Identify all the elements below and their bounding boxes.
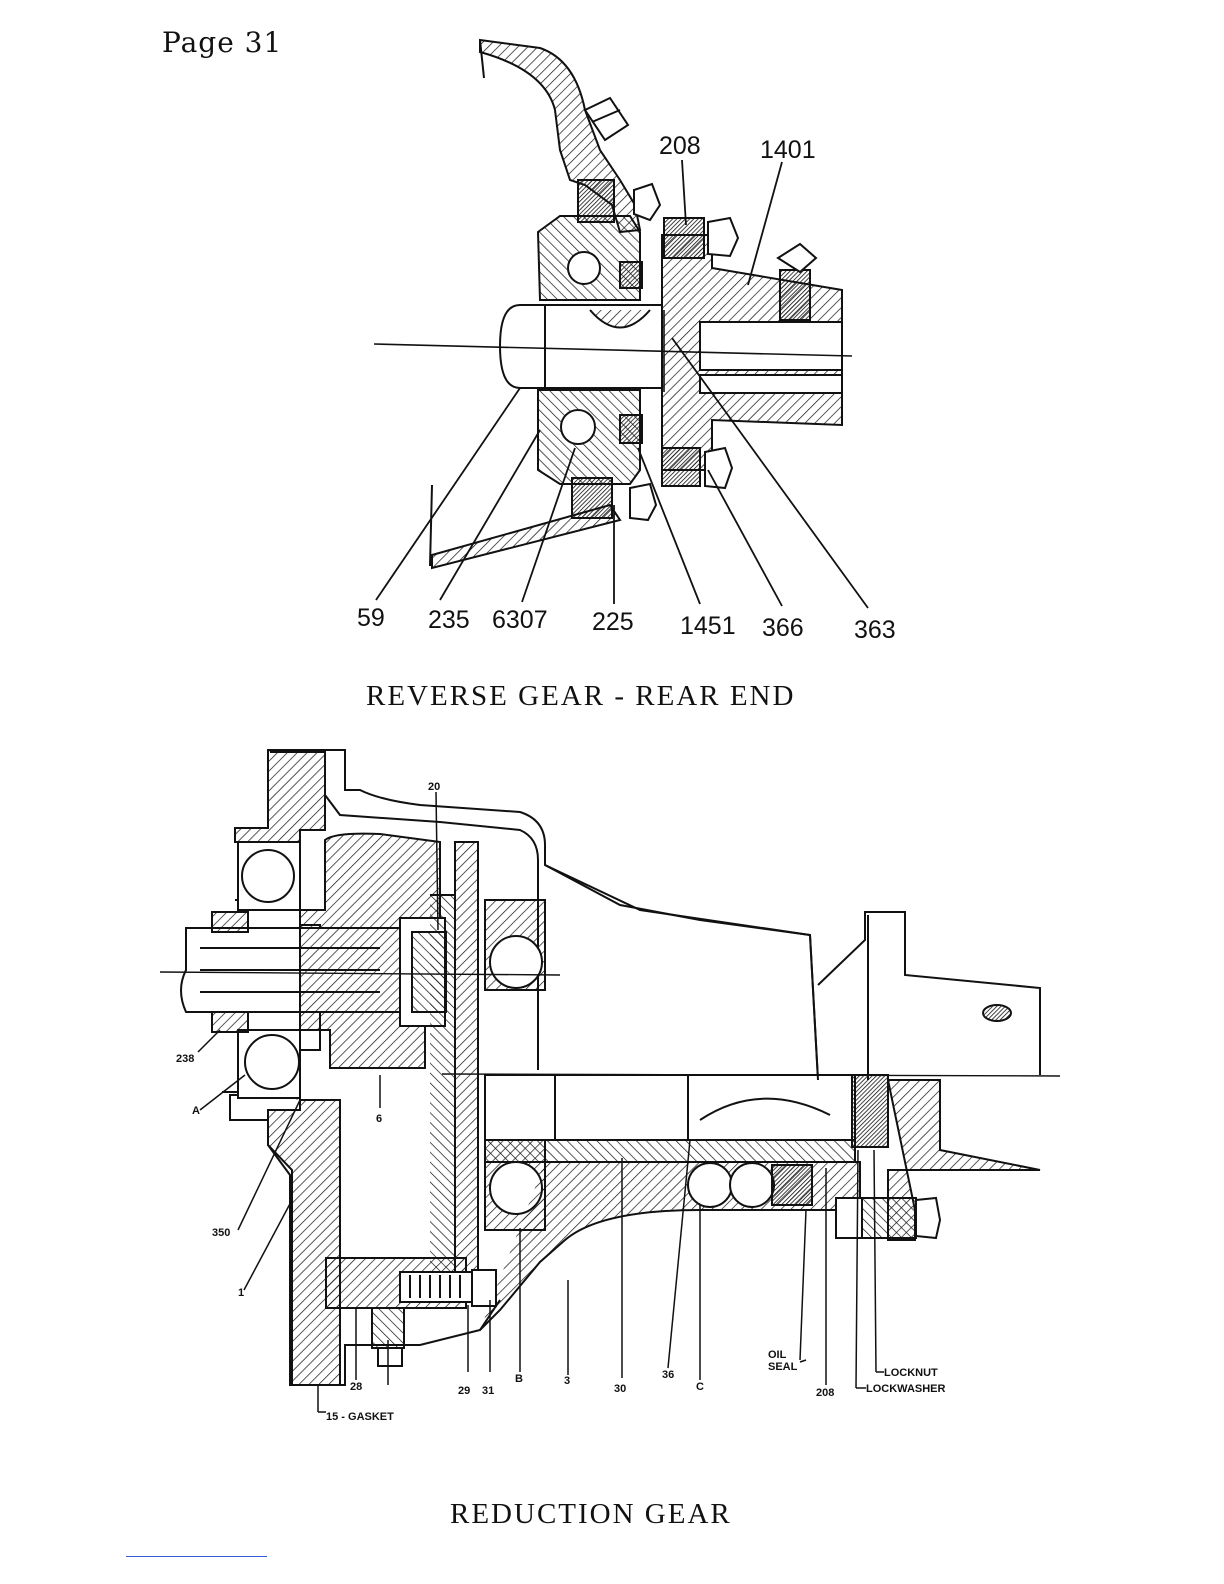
callout-208: 208 bbox=[659, 132, 701, 160]
callout-235: 235 bbox=[428, 606, 470, 634]
callout-363: 363 bbox=[854, 616, 896, 644]
callout-1451: 1451 bbox=[680, 612, 736, 640]
callout-20: 20 bbox=[428, 781, 440, 793]
callout-seal-label: SEAL bbox=[768, 1361, 798, 1373]
callout-366: 366 bbox=[762, 614, 804, 642]
callout-lockwasher: LOCKWASHER bbox=[866, 1383, 946, 1395]
callout-30: 30 bbox=[614, 1383, 626, 1395]
callout-350: 350 bbox=[212, 1227, 230, 1239]
callout-oil-label: OIL bbox=[768, 1349, 787, 1361]
callout-15-gasket: 15 - GASKET bbox=[326, 1411, 394, 1423]
callout-1: 1 bbox=[238, 1287, 244, 1299]
callout-31: 31 bbox=[482, 1385, 494, 1397]
callout-6307: 6307 bbox=[492, 606, 548, 634]
reduction-gear-caption: REDUCTION GEAR bbox=[450, 1498, 732, 1531]
callout-36: 36 bbox=[662, 1369, 674, 1381]
callout-238: 238 bbox=[176, 1053, 194, 1065]
callout-208b: 208 bbox=[816, 1387, 834, 1399]
callout-29: 29 bbox=[458, 1385, 470, 1397]
callout-225: 225 bbox=[592, 608, 634, 636]
callout-B: B bbox=[515, 1373, 523, 1385]
reverse-gear-caption: REVERSE GEAR - REAR END bbox=[366, 680, 795, 713]
callout-59: 59 bbox=[357, 604, 385, 632]
callout-A: A bbox=[192, 1105, 200, 1117]
callout-3: 3 bbox=[564, 1375, 570, 1387]
callout-C: C bbox=[696, 1381, 704, 1393]
callout-1401: 1401 bbox=[760, 136, 816, 164]
callout-28: 28 bbox=[350, 1381, 362, 1393]
callout-locknut: LOCKNUT bbox=[884, 1367, 938, 1379]
callout-6: 6 bbox=[376, 1113, 382, 1125]
reverse-gear-drawing bbox=[374, 40, 868, 608]
footer-rule bbox=[126, 1556, 267, 1557]
reduction-gear-drawing bbox=[160, 750, 1060, 1412]
